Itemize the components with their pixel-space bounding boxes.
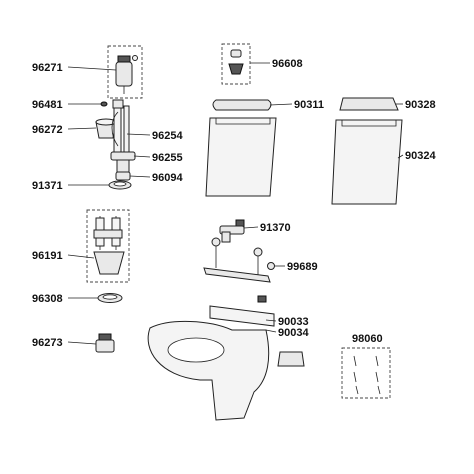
label-96272: 96272	[32, 124, 63, 136]
toilet-bowl-part	[147, 305, 275, 421]
screw-kit-part	[341, 347, 391, 399]
label-96255: 96255	[152, 152, 183, 164]
label-96481: 96481	[32, 99, 63, 111]
tank-2-part	[331, 119, 403, 205]
tank-lid-2-part	[339, 97, 399, 111]
flush-valve-part	[86, 209, 130, 283]
label-98060: 98060	[352, 333, 383, 345]
label-90034: 90034	[278, 327, 309, 339]
seal-part	[97, 293, 123, 303]
mounting-hardware-part	[203, 237, 275, 303]
label-96254: 96254	[152, 130, 183, 142]
label-90033: 90033	[278, 316, 309, 328]
button-kit-part	[221, 43, 251, 85]
gasket-part	[108, 180, 132, 190]
nut-part	[115, 171, 131, 181]
label-96273: 96273	[32, 337, 63, 349]
bowl-fitting-part	[277, 351, 305, 367]
tank-part	[205, 117, 277, 197]
label-91370: 91370	[260, 222, 291, 234]
label-90324: 90324	[405, 150, 436, 162]
label-96191: 96191	[32, 250, 63, 262]
label-99689: 99689	[287, 261, 318, 273]
label-90328: 90328	[405, 99, 436, 111]
label-91371: 91371	[32, 180, 63, 192]
label-96094: 96094	[152, 172, 183, 184]
fill-valve-head-part	[107, 45, 143, 99]
label-96608: 96608	[272, 58, 303, 70]
fill-valve-assembly-part	[110, 99, 136, 173]
leader-lines	[67, 62, 404, 345]
push-button-part	[95, 333, 115, 353]
angle-valve-part	[219, 219, 245, 243]
label-96308: 96308	[32, 293, 63, 305]
label-96271: 96271	[32, 62, 63, 74]
part-labels: 96271 96481 96272 96254 96255 96094 9137…	[32, 58, 436, 349]
tank-lid-part	[212, 99, 272, 111]
label-90311: 90311	[294, 99, 324, 111]
